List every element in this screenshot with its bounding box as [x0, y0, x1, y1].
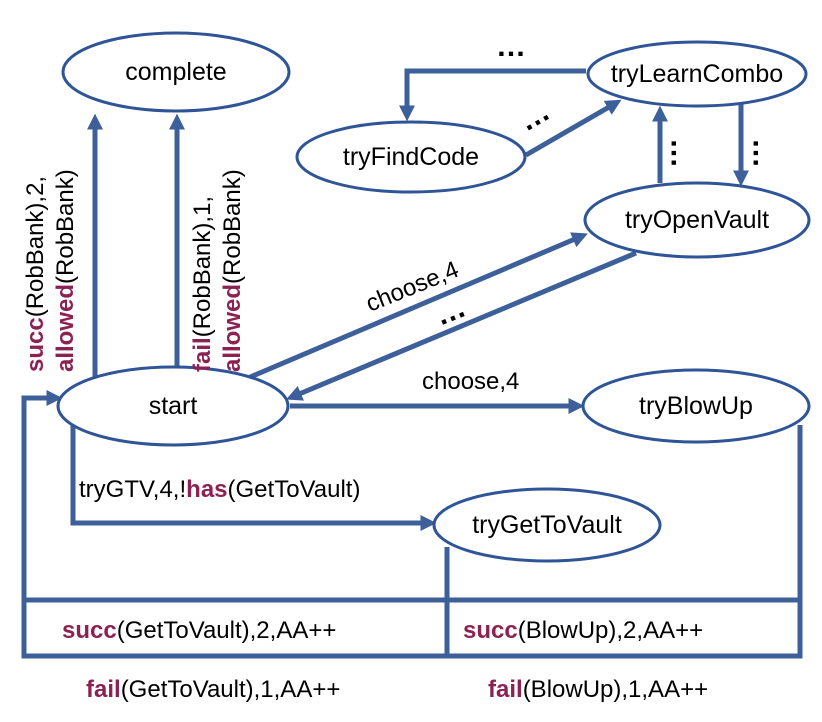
- node-tryblowup-label: tryBlowUp: [639, 392, 753, 420]
- label-succ-blowup: succ(BlowUp),2,AA++: [463, 617, 703, 644]
- label-succ-robbank-allowed-rest: (RobBank): [52, 169, 79, 284]
- node-complete-label: complete: [125, 58, 226, 86]
- ellipsis-right-vertical: …: [732, 138, 765, 168]
- label-fail-blowup: fail(BlowUp),1,AA++: [488, 676, 708, 703]
- node-tryfindcode: tryFindCode: [295, 120, 527, 194]
- label-fail-blowup-kw: fail: [488, 676, 523, 703]
- label-succ-robbank-line1: succ(RobBank),2,: [22, 176, 49, 372]
- label-fail-robbank-line1: fail(RobBank),1,: [189, 196, 216, 372]
- label-fail-blowup-rest: (BlowUp),1,AA++: [523, 676, 708, 703]
- node-complete: complete: [61, 31, 291, 113]
- node-tryopenvault-label: tryOpenVault: [625, 206, 769, 234]
- node-trylearncombo-label: tryLearnCombo: [611, 60, 783, 88]
- label-trygtv-kw: has: [186, 476, 227, 503]
- label-fail-robbank-line2: allowed(RobBank): [219, 169, 246, 372]
- ellipsis-left-vertical: …: [650, 138, 683, 168]
- label-fail-gettovault-kw: fail: [86, 676, 121, 703]
- label-fail-robbank-allowed-rest: (RobBank): [219, 169, 246, 284]
- label-succ-blowup-rest: (BlowUp),2,AA++: [518, 617, 703, 644]
- label-succ-robbank-line2: allowed(RobBank): [52, 169, 79, 372]
- node-trygettovault: tryGetToVault: [432, 487, 662, 563]
- label-fail-gettovault-rest: (GetToVault),1,AA++: [121, 676, 341, 703]
- node-tryfindcode-label: tryFindCode: [343, 143, 479, 171]
- label-succ-robbank-kw: succ: [22, 317, 49, 372]
- label-trygtv-pre: tryGTV,4,!: [79, 476, 186, 503]
- label-fail-robbank-rest: (RobBank),1,: [189, 196, 216, 337]
- label-fail-robbank-allowed-kw: allowed: [219, 284, 246, 372]
- label-trygtv-post: (GetToVault): [228, 476, 361, 503]
- label-succ-robbank-allowed-kw: allowed: [52, 284, 79, 372]
- edge-start-trygettovault: [70, 425, 437, 532]
- label-fail-robbank-kw: fail: [189, 337, 216, 372]
- node-tryblowup: tryBlowUp: [581, 368, 811, 444]
- edge-tryopenvault-start: [286, 250, 637, 401]
- label-succ-blowup-kw: succ: [463, 617, 518, 644]
- edge-trylearncombo-tryfindcode: [398, 68, 586, 122]
- node-trygettovault-label: tryGetToVault: [472, 511, 622, 539]
- label-fail-gettovault: fail(GetToVault),1,AA++: [86, 676, 340, 703]
- label-succ-gettovault: succ(GetToVault),2,AA++: [62, 617, 336, 644]
- node-start-label: start: [149, 392, 198, 420]
- outcome-box: [21, 597, 803, 659]
- ellipsis-findcode-learncombo: …: [513, 94, 555, 138]
- node-trylearncombo: tryLearnCombo: [586, 40, 808, 108]
- edge-return-to-start: [21, 389, 63, 600]
- edge-start-tryopenvault: [247, 232, 588, 381]
- label-choose-blowup: choose,4: [422, 368, 519, 395]
- ellipsis-above-tryfindcode: …: [496, 30, 526, 63]
- label-succ-robbank-rest: (RobBank),2,: [22, 176, 49, 317]
- label-succ-gettovault-rest: (GetToVault),2,AA++: [117, 617, 337, 644]
- node-tryopenvault: tryOpenVault: [583, 181, 811, 259]
- node-start: start: [56, 365, 290, 447]
- label-succ-gettovault-kw: succ: [62, 617, 117, 644]
- label-trygtv: tryGTV,4,!has(GetToVault): [79, 476, 360, 503]
- edge-tryfindcode-trylearncombo: [524, 99, 622, 158]
